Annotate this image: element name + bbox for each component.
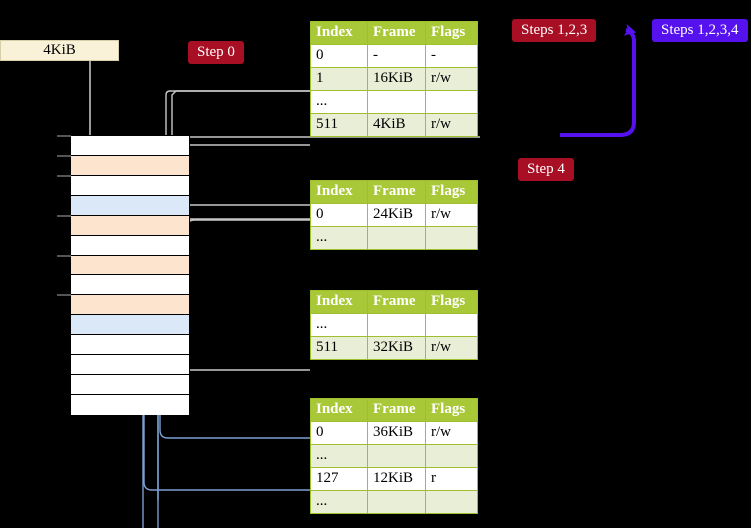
physical-memory-column	[70, 135, 190, 415]
table-cell-index: ...	[310, 90, 368, 114]
table-cell-frame: 16KiB	[367, 67, 426, 91]
memory-tick	[57, 174, 71, 177]
memory-row	[71, 255, 189, 276]
table-cell-frame: 24KiB	[367, 203, 426, 227]
table-cell-flags	[425, 490, 478, 514]
memory-row	[71, 275, 189, 296]
table-row: ...	[310, 90, 478, 114]
column-header-flags: Flags	[425, 21, 478, 45]
table-cell-flags: r/w	[425, 67, 478, 91]
table-row: ...	[310, 444, 478, 468]
table-cell-index: ...	[310, 226, 368, 250]
table-cell-index: ...	[310, 313, 368, 337]
memory-row	[71, 195, 189, 216]
table-cell-flags: r/w	[425, 421, 478, 445]
memory-row	[71, 175, 189, 196]
table-cell-index: ...	[310, 444, 368, 468]
step-4-label: Step 4	[518, 158, 574, 181]
table-cell-flags	[425, 444, 478, 468]
memory-tick	[57, 254, 71, 257]
table-cell-flags	[425, 313, 478, 337]
table-cell-frame	[367, 444, 426, 468]
memory-row	[71, 215, 189, 236]
memory-row	[71, 295, 189, 316]
table-cell-frame	[367, 226, 426, 250]
column-header-frame: Frame	[367, 180, 426, 204]
memory-row	[71, 355, 189, 376]
table-row: ...	[310, 226, 478, 250]
column-header-flags: Flags	[425, 180, 478, 204]
table-cell-index: 0	[310, 421, 368, 445]
table-cell-frame: 4KiB	[367, 113, 426, 137]
memory-size-box: 4KiB	[0, 40, 119, 61]
column-header-index: Index	[310, 398, 368, 422]
memory-row	[71, 394, 189, 415]
table-cell-index: 511	[310, 336, 368, 360]
memory-row	[71, 235, 189, 256]
table-row: ...	[310, 313, 478, 337]
table-cell-frame	[367, 313, 426, 337]
column-header-index: Index	[310, 290, 368, 314]
memory-row	[71, 335, 189, 356]
table-cell-flags	[425, 226, 478, 250]
memory-row	[71, 136, 189, 156]
table-cell-frame: -	[367, 44, 426, 68]
memory-row	[71, 375, 189, 395]
column-header-index: Index	[310, 21, 368, 45]
table-cell-flags: r/w	[425, 203, 478, 227]
memory-tick	[57, 214, 71, 217]
column-header-frame: Frame	[367, 398, 426, 422]
table-cell-frame: 36KiB	[367, 421, 426, 445]
table-cell-index: 127	[310, 467, 368, 491]
table-cell-index: 511	[310, 113, 368, 137]
table-cell-flags: r	[425, 467, 478, 491]
column-header-index: Index	[310, 180, 368, 204]
memory-tick	[57, 135, 71, 137]
table-cell-frame	[367, 490, 426, 514]
table-cell-index: ...	[310, 490, 368, 514]
memory-tick	[57, 154, 71, 157]
steps-1234-label: Steps 1,2,3,4	[652, 19, 748, 42]
step-0-label: Step 0	[188, 41, 244, 64]
memory-row	[71, 155, 189, 176]
table-cell-frame	[367, 90, 426, 114]
table-cell-flags: r/w	[425, 336, 478, 360]
table-row: ...	[310, 490, 478, 514]
column-header-flags: Flags	[425, 398, 478, 422]
steps-123-label: Steps 1,2,3	[512, 19, 597, 42]
table-cell-flags: r/w	[425, 113, 478, 137]
memory-size-label: 4KiB	[43, 42, 76, 58]
table-cell-frame: 32KiB	[367, 336, 426, 360]
memory-tick	[57, 294, 71, 297]
table-cell-frame: 12KiB	[367, 467, 426, 491]
table-cell-flags	[425, 90, 478, 114]
column-header-flags: Flags	[425, 290, 478, 314]
column-header-frame: Frame	[367, 21, 426, 45]
table-cell-index: 1	[310, 67, 368, 91]
table-cell-flags: -	[425, 44, 478, 68]
column-header-frame: Frame	[367, 290, 426, 314]
memory-row	[71, 315, 189, 336]
table-cell-index: 0	[310, 44, 368, 68]
table-row: 0--	[310, 44, 478, 68]
table-cell-index: 0	[310, 203, 368, 227]
